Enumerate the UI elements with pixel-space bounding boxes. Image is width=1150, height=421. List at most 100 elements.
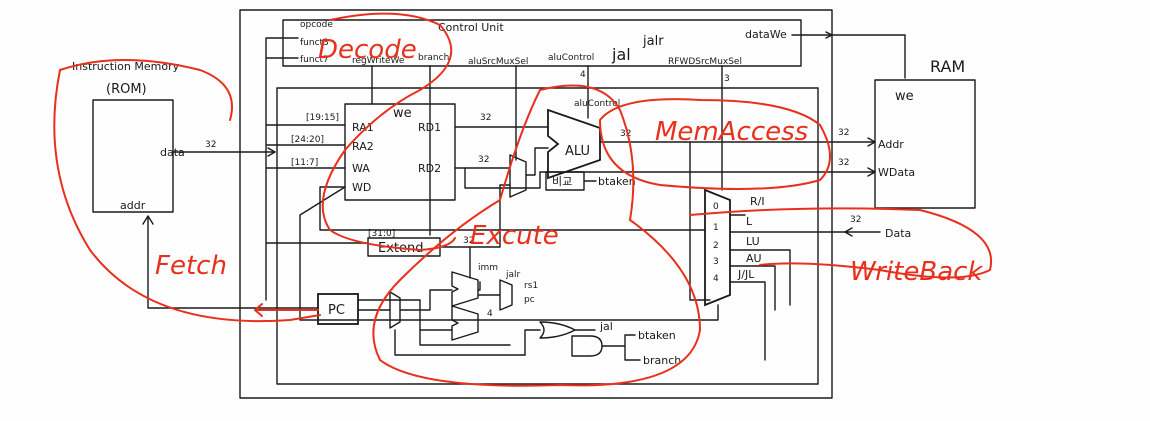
rf-ra1: RA1	[352, 121, 374, 134]
mux-sel-2: 2	[713, 241, 719, 251]
or-gate	[539, 321, 576, 339]
bits-ra1: [19:15]	[306, 113, 339, 123]
and-gate	[571, 335, 603, 357]
gate-branch: branch	[643, 354, 681, 367]
ram-addr-width: 32	[838, 128, 849, 138]
memaccess-region	[599, 98, 831, 190]
ram-wdata-width: 32	[838, 158, 849, 168]
mux-sel-4: 4	[713, 274, 719, 284]
alu-result-bus	[599, 141, 876, 301]
sig-rfwdsrc: RFWDSrcMuxSel	[668, 57, 742, 67]
alusrc-mux	[509, 154, 527, 198]
stage-fetch: Fetch	[155, 251, 227, 281]
stage-memaccess: MemAccess	[655, 117, 808, 147]
rf-rd1: RD1	[418, 121, 441, 134]
mux-sel-3: 3	[713, 257, 719, 267]
mux-to-alu	[525, 147, 549, 176]
extend-in-bits: [31:0]	[368, 229, 395, 239]
gate-jal: jal	[599, 320, 613, 333]
adder-pc4	[451, 305, 479, 341]
instruction-bus-arrow	[267, 147, 276, 157]
ctrl-funct3: funct3	[300, 38, 329, 48]
ctrl-funct7: funct7	[300, 55, 329, 65]
sig-alucontrol: aluControl	[548, 53, 594, 63]
sig-branch: branch	[418, 53, 449, 63]
mux-l: L	[746, 215, 753, 228]
rs1-label: rs1	[524, 281, 538, 291]
sig-datawe: dataWe	[745, 28, 787, 41]
ram-box	[874, 79, 976, 209]
rom-data-width: 32	[205, 140, 216, 150]
alucontrol-width: 4	[580, 70, 586, 80]
instruction-memory-box	[92, 99, 174, 213]
rd2-to-ram-wdata	[464, 167, 876, 189]
stage-writeback: WriteBack	[850, 257, 983, 287]
pc-path-lower	[394, 329, 526, 356]
sig-jalr: jalr	[642, 34, 664, 49]
mux-au: AU	[746, 252, 762, 265]
bits-ra2: [24:20]	[291, 135, 324, 145]
alu-label: ALU	[565, 144, 590, 159]
control-wires	[371, 34, 906, 236]
alu-control-label: aluControl	[574, 99, 620, 109]
mux-sel-1: 1	[713, 223, 719, 233]
ram-rdata: Data	[885, 227, 911, 240]
four-label: 4	[487, 309, 493, 319]
ram-rdata-width: 32	[850, 215, 861, 225]
pc-to-rom-addr	[142, 215, 319, 309]
rd1-width: 32	[480, 113, 491, 123]
mux-r-i: R/I	[750, 195, 765, 208]
writeback-mux	[704, 188, 731, 307]
rom-data-label: data	[160, 146, 185, 159]
pc-mux	[389, 291, 401, 329]
rom-addr-label: addr	[120, 199, 146, 212]
pc-feedback	[357, 281, 501, 331]
stage-decode: Decode	[318, 35, 417, 65]
rd2-width: 32	[478, 155, 489, 165]
ram-addr: Addr	[878, 138, 904, 151]
ram-label: RAM	[930, 57, 965, 76]
bits-wa: [11:7]	[291, 158, 318, 168]
rf-rd2: RD2	[418, 162, 441, 175]
ram-rdata-wire	[844, 227, 881, 237]
ram-wdata: WData	[878, 166, 915, 179]
writeback-region	[689, 207, 993, 279]
mux-sel-0: 0	[713, 202, 719, 212]
fetch-region	[53, 59, 321, 323]
mux-lu: LU	[746, 235, 760, 248]
datawe-arrow	[825, 31, 833, 39]
pc-small-label: pc	[524, 295, 535, 305]
ram-we: we	[895, 89, 914, 104]
sig-alusrc: aluSrcMuxSel	[468, 57, 528, 67]
rom-subtitle: (ROM)	[106, 82, 147, 97]
writeback-to-rf	[319, 186, 706, 231]
control-unit-label: Control Unit	[438, 21, 504, 34]
stage-execute: Excute	[470, 221, 559, 251]
compare-label: 비교	[552, 175, 572, 188]
cpu-outer-frame	[239, 9, 833, 399]
extend-width: 32	[463, 236, 474, 246]
alu-result-width: 32	[620, 129, 631, 139]
instruction-bus	[172, 37, 369, 301]
rf-wa: WA	[352, 162, 370, 175]
rf-we: we	[393, 106, 412, 121]
fetch-arrow	[254, 303, 319, 317]
rfwd-width: 3	[724, 74, 730, 84]
execute-region	[372, 84, 701, 387]
register-file-box	[344, 103, 456, 201]
btaken-label: btaken	[598, 175, 636, 188]
control-unit-box	[282, 19, 802, 67]
gate-wires	[524, 329, 641, 361]
adder-jal	[451, 271, 479, 307]
jal-input: jalr	[505, 270, 521, 280]
ram-input-arrows	[867, 137, 876, 177]
decode-region	[321, 12, 456, 251]
pc-label: PC	[328, 303, 345, 318]
rf-wd: WD	[352, 181, 371, 194]
gate-btaken: btaken	[638, 329, 676, 342]
rf-ra2: RA2	[352, 140, 374, 153]
ctrl-opcode: opcode	[300, 20, 333, 30]
imm-label: imm	[478, 263, 498, 273]
sig-regwrite: regWriteWe	[352, 56, 405, 66]
